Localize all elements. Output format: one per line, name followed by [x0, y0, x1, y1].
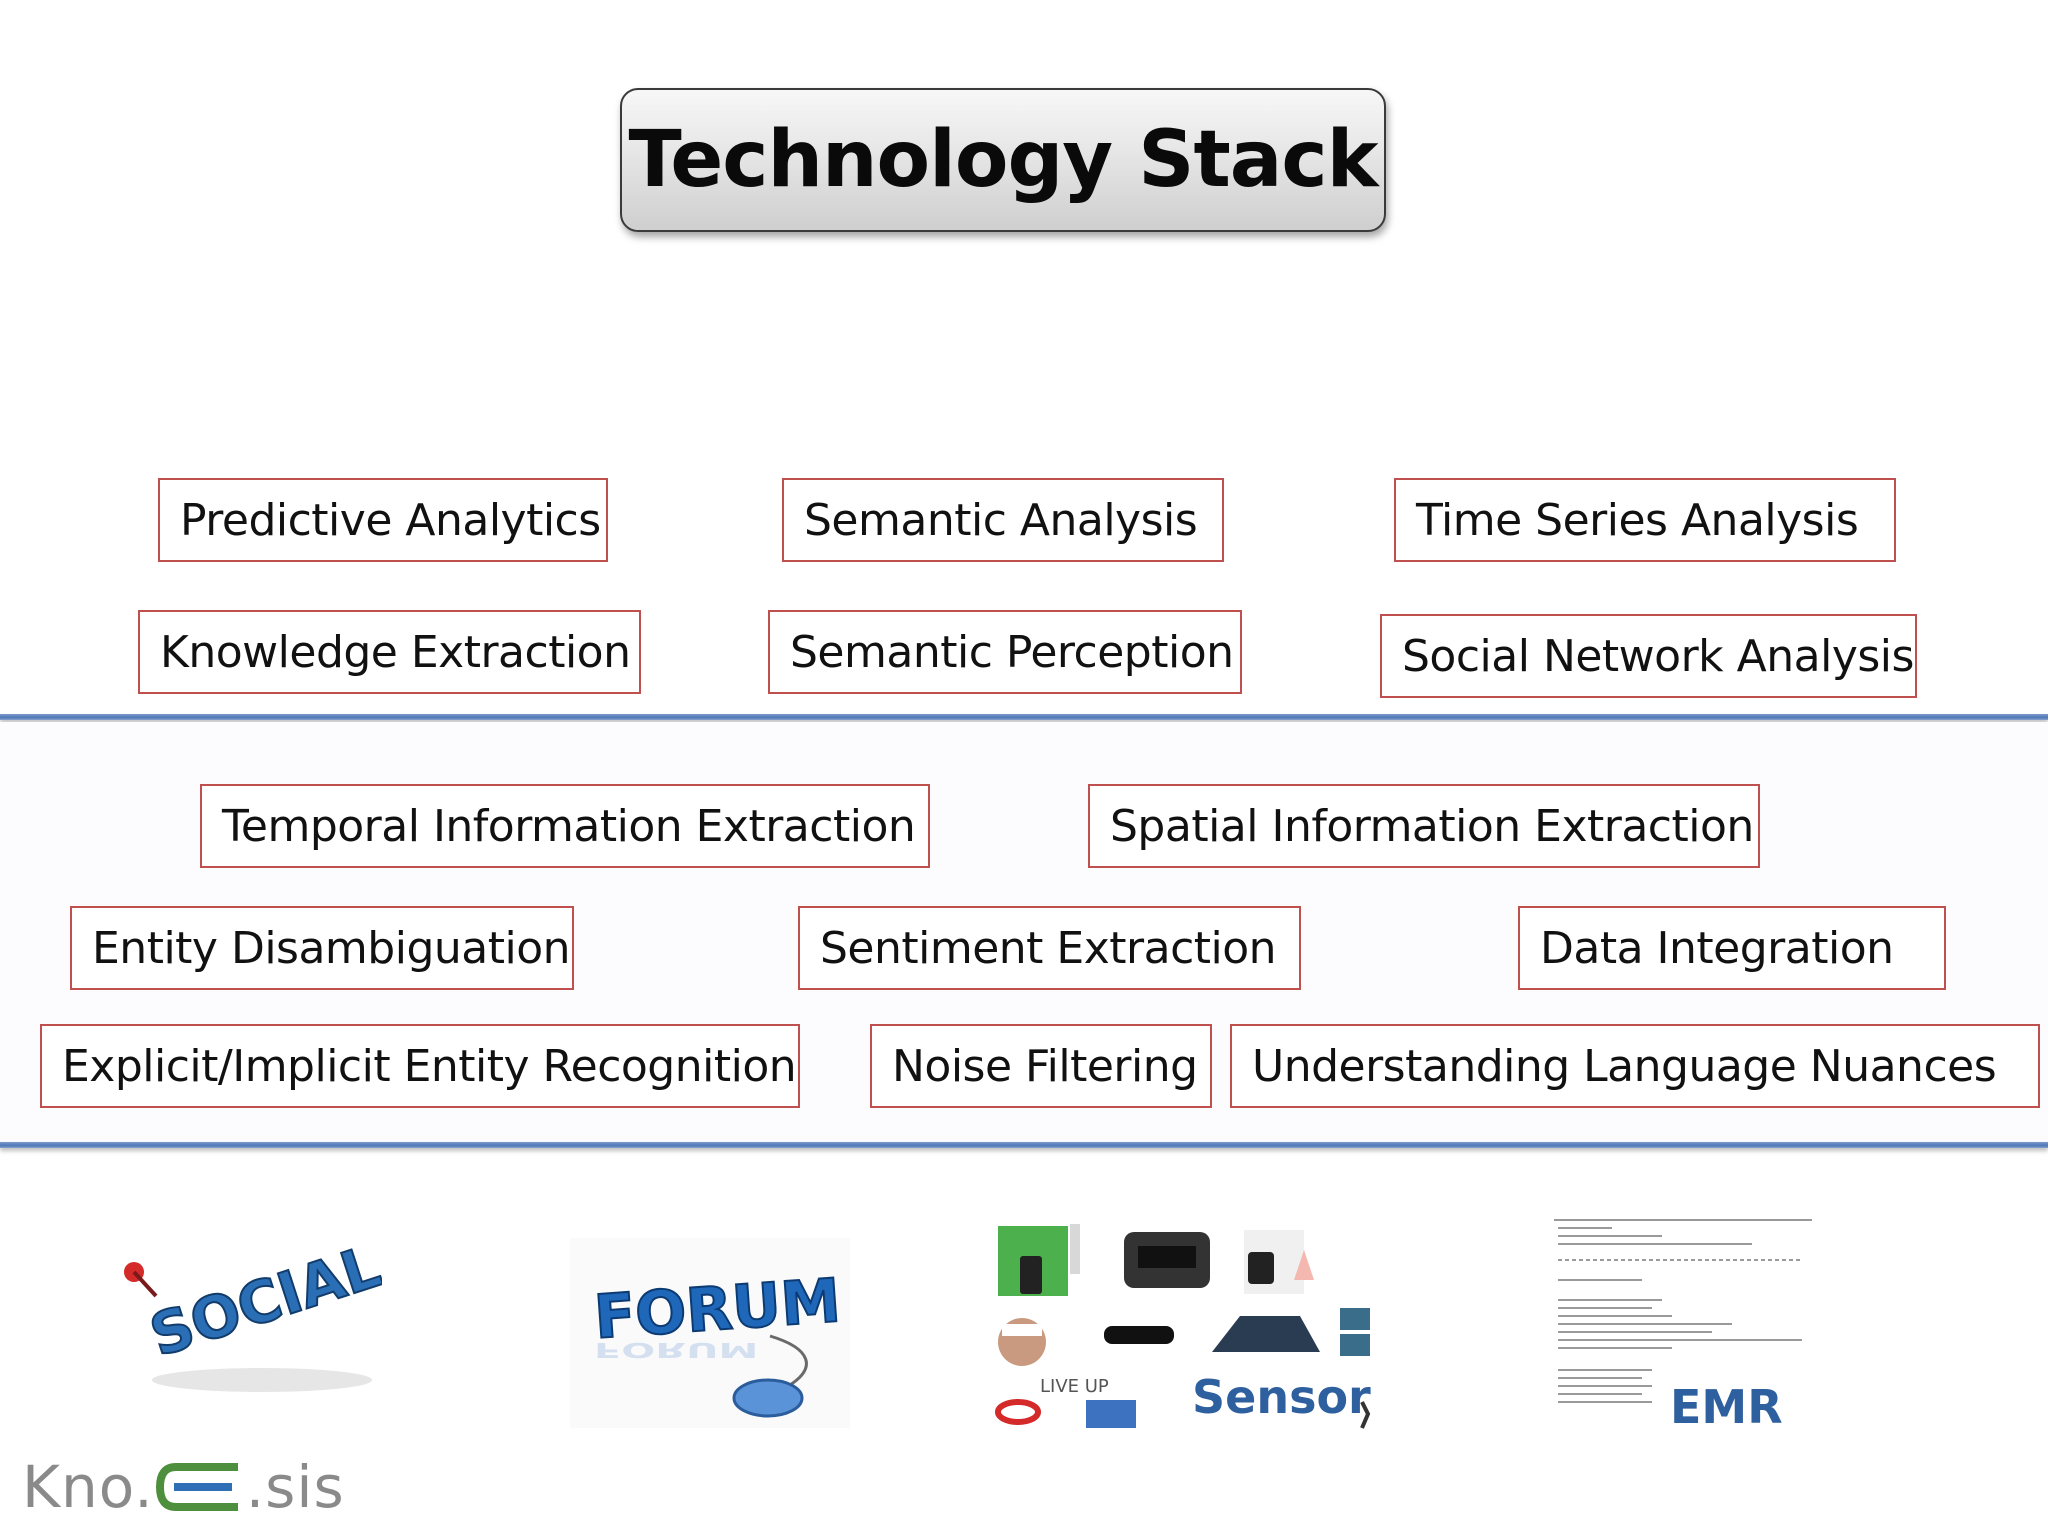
layer-divider-top: [0, 714, 2048, 720]
tag-understanding-language-nuances: Understanding Language Nuances: [1230, 1024, 2040, 1108]
tag-explicit-implicit-entity-recognition: Explicit/Implicit Entity Recognition: [40, 1024, 800, 1108]
knoesis-logo: Kno. .sis: [22, 1452, 345, 1522]
emr-document: EMR: [1552, 1216, 1814, 1434]
tag-spatial-information-extraction: Spatial Information Extraction: [1088, 784, 1760, 868]
tag-data-integration: Data Integration: [1518, 906, 1946, 990]
logo-text-suffix: .sis: [245, 1453, 345, 1521]
sensor-collage: LIVE UP Sensor: [992, 1216, 1378, 1446]
tag-noise-filtering: Noise Filtering: [870, 1024, 1212, 1108]
tag-sentiment-extraction: Sentiment Extraction: [798, 906, 1301, 990]
social-media-word-1: SOCIAL MEDIA: [142, 1240, 382, 1370]
layer-divider-bottom: [0, 1142, 2048, 1148]
tag-predictive-analytics: Predictive Analytics: [158, 478, 608, 562]
tag-knowledge-extraction: Knowledge Extraction: [138, 610, 641, 694]
tag-entity-disambiguation: Entity Disambiguation: [70, 906, 574, 990]
live-up-label: LIVE UP: [1040, 1376, 1109, 1397]
emr-label: EMR: [1670, 1380, 1783, 1434]
svg-text:FORUM: FORUM: [594, 1338, 758, 1361]
sensor-label: Sensor: [1192, 1370, 1371, 1424]
logo-e-mark: [155, 1463, 238, 1511]
tag-semantic-perception: Semantic Perception: [768, 610, 1242, 694]
tag-semantic-analysis: Semantic Analysis: [782, 478, 1224, 562]
title-box: Technology Stack: [620, 88, 1386, 232]
slide-title: Technology Stack: [628, 115, 1379, 205]
tag-time-series-analysis: Time Series Analysis: [1394, 478, 1896, 562]
forum-word: FORUM: [592, 1266, 843, 1353]
sensor-devices-image: LIVE UP: [995, 1224, 1371, 1429]
social-media-image: SOCIAL MEDIA: [124, 1240, 382, 1392]
forum-image: FORUM FORUM: [570, 1238, 850, 1428]
emr-document-image: [1554, 1219, 1812, 1403]
tag-social-network-analysis: Social Network Analysis: [1380, 614, 1917, 698]
tag-temporal-information-extraction: Temporal Information Extraction: [200, 784, 930, 868]
logo-text-prefix: Kno.: [22, 1453, 154, 1521]
